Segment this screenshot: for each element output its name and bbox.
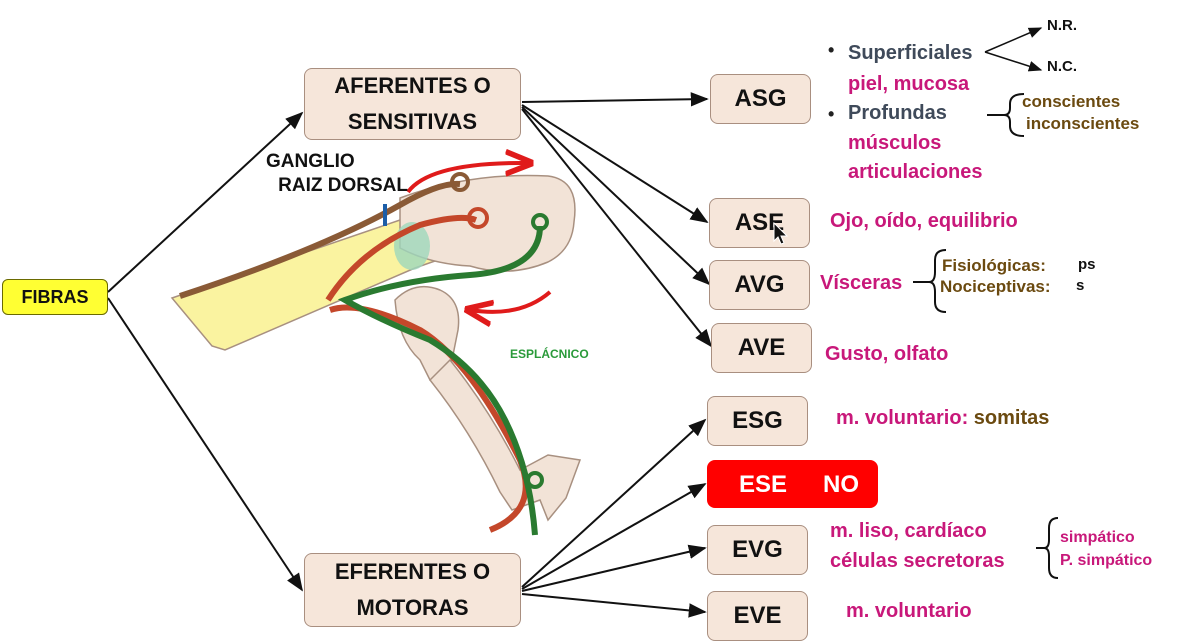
- evg-line1: m. liso, cardíaco: [830, 520, 987, 542]
- arrow-fibras-eferentes: [107, 297, 303, 592]
- evg-box: EVG: [707, 525, 808, 575]
- simpatico-text: simpático: [1060, 529, 1135, 546]
- visceral-label: ESPLÁCNICO: [510, 347, 589, 361]
- inconscientes-text: inconscientes: [1026, 114, 1140, 133]
- avg-label: AVG: [734, 271, 785, 298]
- arrow-to-nr: [984, 27, 1043, 53]
- ave-box: AVE: [711, 323, 812, 373]
- red-arrow-bottom: [470, 290, 552, 312]
- bullet-superficiales: •: [828, 40, 835, 60]
- arrow-to-nc: [984, 51, 1043, 72]
- esg-label: ESG: [732, 407, 783, 434]
- s-text: s: [1076, 277, 1085, 294]
- superficiales-text: Superficiales: [848, 42, 973, 64]
- asg-label: ASG: [734, 85, 787, 112]
- esg-desc: m. voluntario: somitas: [836, 407, 1050, 429]
- arrow-to-ese: [521, 483, 707, 590]
- arrow-to-eve: [521, 593, 707, 618]
- afferent-line2: SENSITIVAS: [347, 109, 478, 134]
- bullet-profundas: •: [828, 104, 835, 124]
- bracket-evg: [1036, 517, 1059, 579]
- ganglion-label: GANGLIO RAIZ DORSAL: [238, 150, 408, 198]
- ase-box: ASE: [709, 198, 810, 248]
- bracket-visceras: [913, 249, 947, 313]
- evg-line2: células secretoras: [830, 550, 1005, 572]
- profundas-text: Profundas: [848, 102, 947, 124]
- avg-box: AVG: [709, 260, 810, 310]
- nc-text: N.C.: [1047, 58, 1077, 75]
- nerve-illustration: [170, 163, 582, 536]
- ave-label: AVE: [737, 334, 786, 361]
- arrow-to-ase: [521, 104, 709, 223]
- fisiologicas-text: Fisiológicas:: [942, 256, 1046, 275]
- ese-box: ESE NO: [707, 460, 878, 508]
- conscientes-text: conscientes: [1022, 92, 1121, 111]
- articulaciones-text: articulaciones: [848, 161, 983, 183]
- afferent-box: AFERENTES O SENSITIVAS: [304, 68, 521, 140]
- efferent-box: EFERENTES O MOTORAS: [304, 553, 521, 627]
- esg-desc-prefix: m. voluntario: somitas: [836, 407, 1049, 430]
- arrow-to-avg: [521, 106, 711, 286]
- afferent-line1: AFERENTES O: [334, 73, 491, 98]
- musculos-text: músculos: [848, 132, 942, 154]
- bracket-profundas: [987, 93, 1025, 137]
- brackets: [913, 93, 1059, 579]
- green-neuron-top: [531, 213, 549, 231]
- red-neuron: [467, 207, 489, 229]
- fibras-label: FIBRAS: [21, 286, 89, 307]
- arrow-fibras-aferentes: [107, 111, 304, 293]
- ps-text: ps: [1078, 256, 1096, 273]
- efferent-line1: EFERENTES O: [334, 559, 491, 584]
- nr-text: N.R.: [1047, 17, 1077, 34]
- peripheral-nerve: [428, 358, 582, 522]
- red-arrow-top: [406, 163, 528, 194]
- nociceptivas-text: Nociceptivas:: [940, 277, 1051, 296]
- ganglion-line1: GANGLIO: [266, 151, 355, 172]
- esg-box: ESG: [707, 396, 808, 446]
- eve-label: EVE: [733, 602, 782, 629]
- ave-desc: Gusto, olfato: [825, 343, 949, 365]
- asg-box: ASG: [710, 74, 811, 124]
- arrow-to-esg: [521, 418, 707, 588]
- ese-label: ESE: [739, 471, 788, 498]
- connector-arrows: [107, 27, 1043, 618]
- visceras-text: Vísceras: [820, 272, 903, 294]
- efferent-line2: MOTORAS: [356, 595, 469, 620]
- green-fiber: [337, 225, 543, 536]
- psimpatico-text: P. simpático: [1060, 552, 1153, 569]
- arrow-to-evg: [521, 544, 707, 592]
- brown-neuron: [450, 172, 470, 192]
- arrow-to-ave: [521, 108, 713, 348]
- ganglion-line2: RAIZ DORSAL: [278, 175, 408, 196]
- cursor-arrow-icon: [773, 222, 789, 245]
- brown-fiber: [179, 180, 461, 299]
- green-neuron-bottom: [526, 471, 544, 489]
- eve-box: EVE: [707, 591, 808, 641]
- piel-text: piel, mucosa: [848, 73, 970, 95]
- evg-label: EVG: [732, 536, 783, 563]
- eve-line1: m. voluntario: [846, 600, 972, 622]
- fibras-box: FIBRAS: [2, 279, 108, 315]
- ese-value: NO: [823, 471, 859, 498]
- ase-desc: Ojo, oído, equilibrio: [830, 210, 1018, 232]
- arrow-to-asg: [521, 92, 709, 107]
